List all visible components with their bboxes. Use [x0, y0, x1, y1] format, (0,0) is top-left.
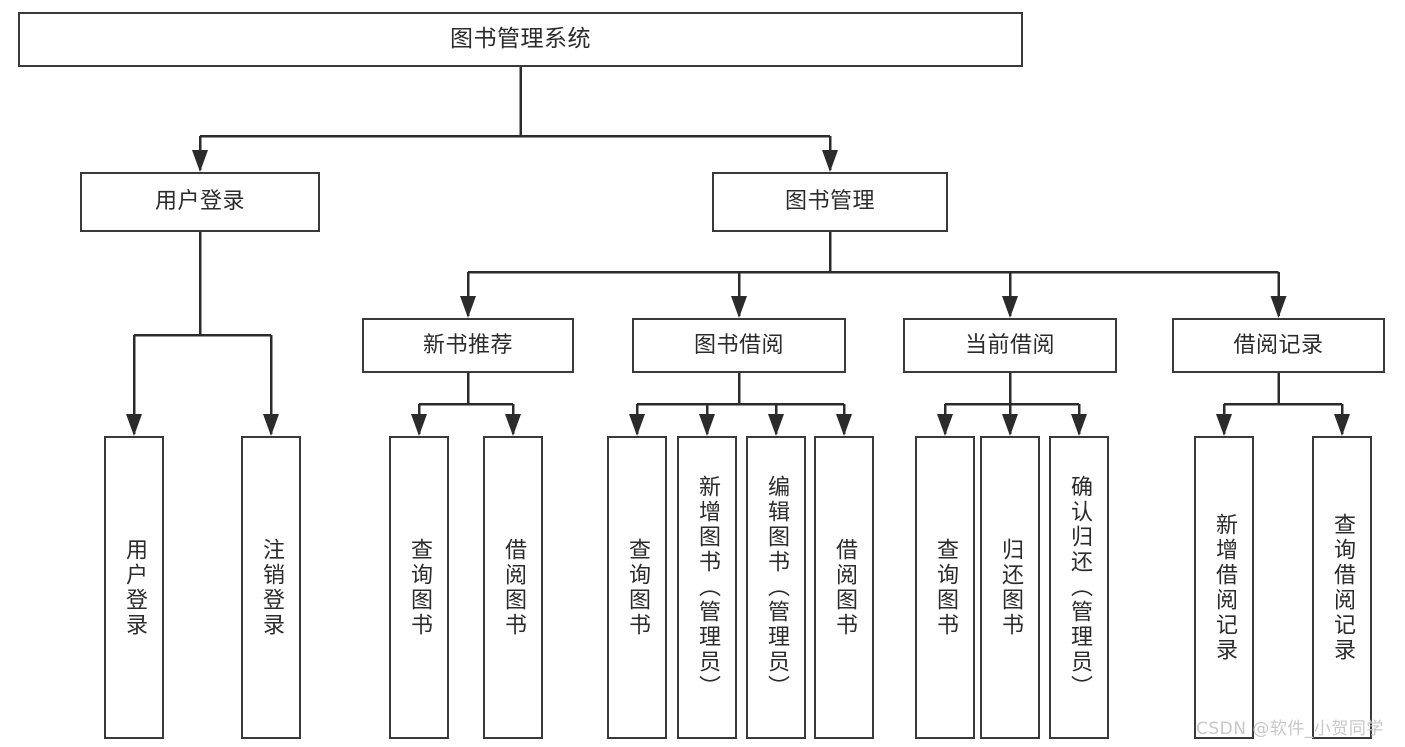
arrow-icon-current — [1002, 296, 1018, 318]
node-label: 查询借阅记录 — [1330, 512, 1355, 663]
node-label: 新增借阅记录 — [1212, 512, 1237, 663]
node-label: 用户登录 — [154, 189, 245, 215]
node-label: 注销登录 — [259, 537, 284, 638]
node-label: 归还图书 — [998, 537, 1023, 638]
node-label: 借阅记录 — [1233, 332, 1324, 358]
node-newbook[interactable]: 新书推荐 — [362, 318, 574, 373]
node-l7[interactable]: 编辑图书（管理员） — [746, 436, 806, 739]
arrow-icon-l4 — [505, 414, 521, 436]
node-l1[interactable]: 用户登录 — [104, 436, 164, 739]
node-label: 图书管理 — [784, 189, 875, 215]
node-l9[interactable]: 查询图书 — [915, 436, 975, 739]
node-l13[interactable]: 查询借阅记录 — [1312, 436, 1372, 739]
node-l5[interactable]: 查询图书 — [607, 436, 667, 739]
node-l4[interactable]: 借阅图书 — [483, 436, 543, 739]
node-label: 新书推荐 — [422, 332, 513, 358]
node-borrow[interactable]: 图书借阅 — [632, 318, 846, 373]
arrow-icon-l3 — [411, 414, 427, 436]
arrow-icon-borrow — [731, 296, 747, 318]
node-label: 查询图书 — [407, 537, 432, 638]
node-label: 当前借阅 — [964, 332, 1055, 358]
node-label: 借阅图书 — [832, 537, 857, 638]
arrow-icon-l1 — [126, 414, 142, 436]
arrow-icon-l6 — [699, 414, 715, 436]
node-label: 查询图书 — [625, 537, 650, 638]
node-label: 编辑图书（管理员） — [764, 475, 789, 700]
node-l3[interactable]: 查询图书 — [389, 436, 449, 739]
arrow-icon-bookmgmt — [822, 150, 838, 172]
arrow-icon-login — [192, 150, 208, 172]
node-label: 图书管理系统 — [450, 26, 591, 53]
node-label: 用户登录 — [122, 537, 147, 638]
node-l8[interactable]: 借阅图书 — [814, 436, 874, 739]
arrow-icon-l9 — [937, 414, 953, 436]
node-l6[interactable]: 新增图书（管理员） — [677, 436, 737, 739]
arrow-icon-l8 — [836, 414, 852, 436]
arrow-icon-l7 — [768, 414, 784, 436]
node-l11[interactable]: 确认归还（管理员） — [1049, 436, 1109, 739]
node-bookmgmt[interactable]: 图书管理 — [712, 172, 948, 232]
node-label: 新增图书（管理员） — [695, 475, 720, 700]
node-root[interactable]: 图书管理系统 — [18, 12, 1023, 67]
arrow-icon-l5 — [629, 414, 645, 436]
node-label: 查询图书 — [933, 537, 958, 638]
arrow-icon-records — [1270, 296, 1287, 318]
node-records[interactable]: 借阅记录 — [1172, 318, 1385, 373]
arrow-icon-l13 — [1334, 414, 1350, 436]
csdn-watermark: CSDN @软件_小贺同学 — [1196, 719, 1384, 739]
node-l12[interactable]: 新增借阅记录 — [1194, 436, 1254, 739]
arrow-icon-l2 — [263, 414, 279, 436]
arrow-icon-l11 — [1071, 414, 1087, 436]
arrow-icon-newbook — [460, 296, 476, 318]
node-login[interactable]: 用户登录 — [80, 172, 320, 232]
node-label: 确认归还（管理员） — [1067, 475, 1092, 700]
node-l2[interactable]: 注销登录 — [241, 436, 301, 739]
node-label: 图书借阅 — [693, 332, 784, 358]
arrow-icon-l10 — [1002, 414, 1018, 436]
node-label: 借阅图书 — [501, 537, 526, 638]
node-current[interactable]: 当前借阅 — [903, 318, 1117, 373]
arrow-icon-l12 — [1216, 414, 1232, 436]
node-l10[interactable]: 归还图书 — [980, 436, 1040, 739]
